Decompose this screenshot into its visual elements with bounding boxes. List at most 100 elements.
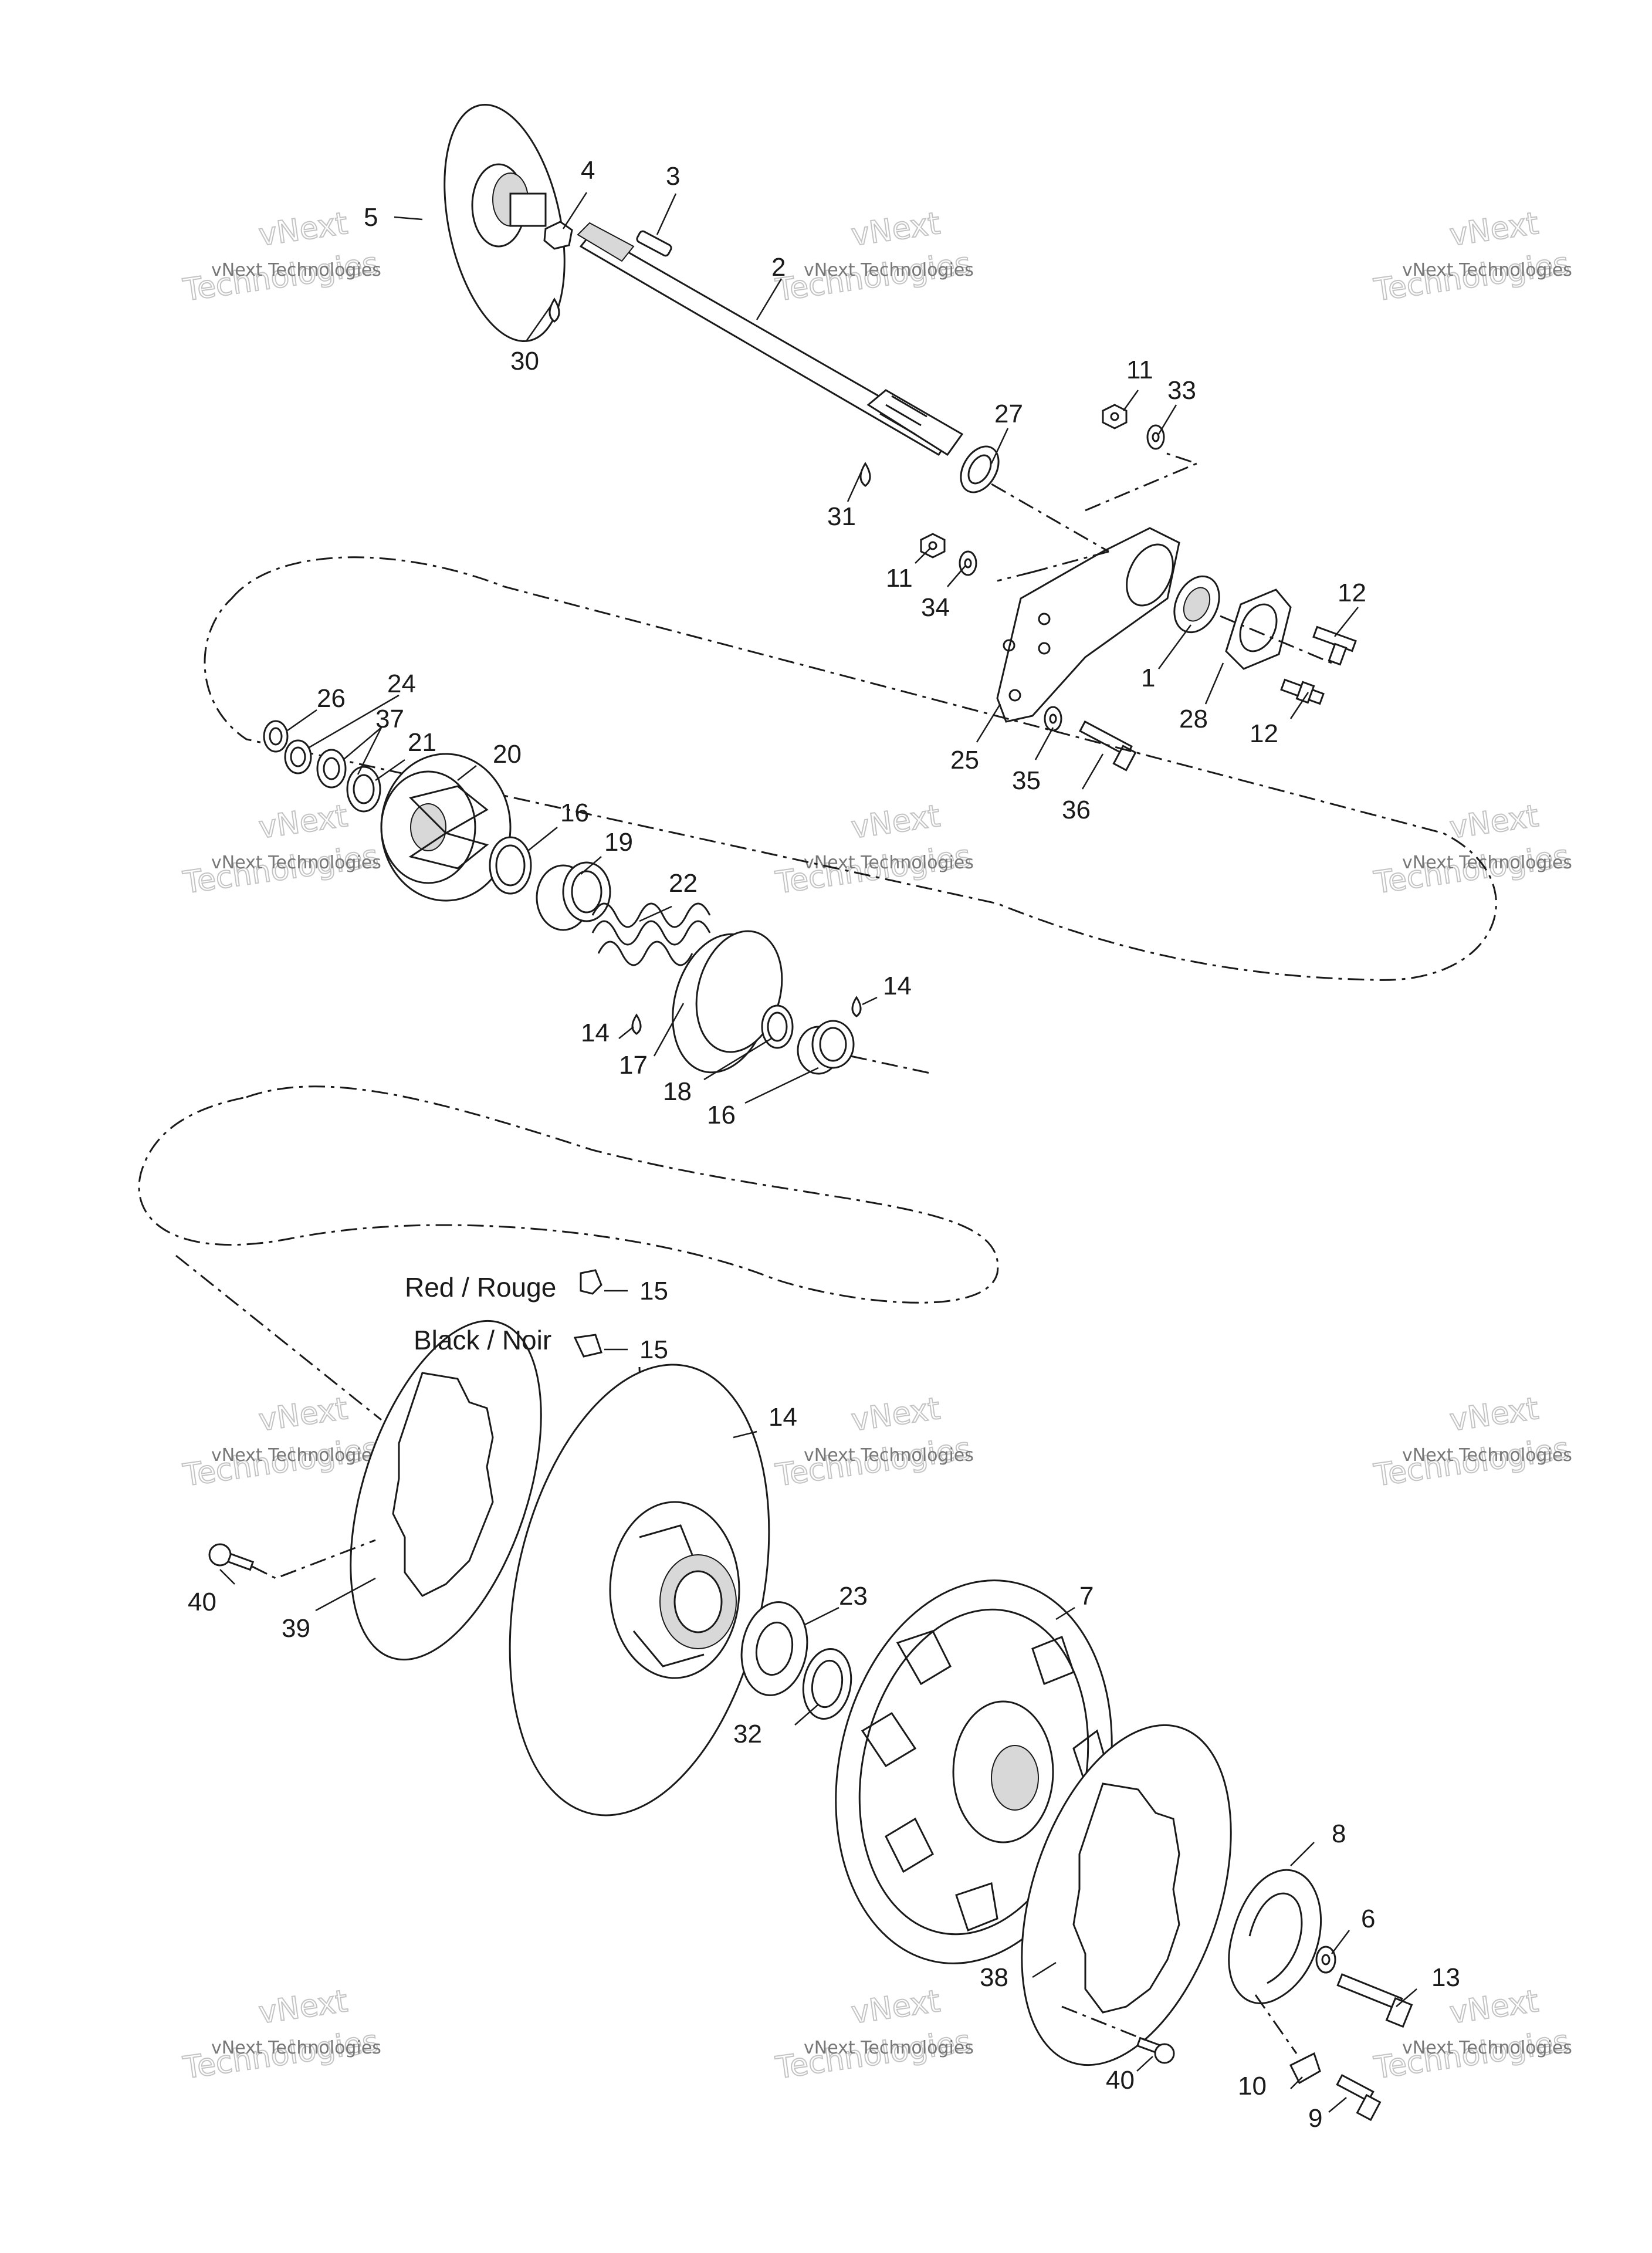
callout-15: 30 — [510, 347, 539, 376]
callout-30: 26 — [317, 684, 346, 713]
callout-18: 15 — [639, 1277, 668, 1305]
washer-33-mid — [959, 550, 977, 576]
spring-clip-18 — [580, 1269, 602, 1295]
callout-27: 23 — [839, 1582, 868, 1611]
plate-38 — [350, 1320, 542, 1661]
callout-22: 18 — [663, 1077, 692, 1106]
bushing-23 — [536, 861, 611, 931]
callout-5: 5 — [364, 203, 378, 232]
watermark-vnext: vNext — [849, 1391, 942, 1439]
black-noir-label: Black / Noir — [414, 1325, 551, 1355]
sheave-7 — [835, 1579, 1113, 1964]
callout-6: 6 — [1361, 1904, 1375, 1933]
washer-31 — [960, 445, 1000, 493]
callout-1: 1 — [1141, 664, 1155, 692]
callout-7: 7 — [1079, 1582, 1094, 1611]
watermark-vnext-technologies: vNext Technologies — [804, 2038, 974, 2058]
callout-38: 39 — [282, 1614, 310, 1643]
callout-19: 15 — [639, 1335, 668, 1364]
bolt-9 — [1336, 2073, 1382, 2122]
callout-11: 11 — [1126, 356, 1153, 384]
callout-15: 31 — [827, 502, 856, 531]
callout-24: 20 — [493, 740, 522, 769]
callout-14: 14 — [581, 1019, 610, 1047]
washer-6 — [1315, 1946, 1336, 1974]
callout-3: 3 — [666, 162, 680, 191]
watermark-vnext: vNext — [256, 1984, 350, 2031]
washer-27 — [740, 1601, 808, 1696]
bracket-29 — [996, 527, 1180, 723]
red-rouge-label: Red / Rouge — [405, 1272, 556, 1303]
callout-11: 11 — [886, 564, 913, 593]
watermark-vnext-technologies: vNext Technologies — [1402, 2038, 1572, 2058]
key-3 — [636, 230, 672, 257]
ring-25 — [346, 766, 381, 813]
bearing-1 — [1173, 575, 1220, 634]
watermark-vnext-technologies: vNext Technologies — [1402, 260, 1572, 280]
callout-35: 36 — [1062, 796, 1091, 824]
watermark-vnext: vNext — [256, 799, 350, 846]
callout-33: 34 — [921, 593, 950, 622]
watermark-vnext: vNext — [849, 799, 942, 846]
callout-14: 14 — [883, 972, 912, 1000]
ring-37 — [316, 749, 347, 789]
callout-25: 21 — [408, 728, 436, 757]
callout-29: 25 — [950, 746, 979, 774]
callout-17: 14 — [769, 1403, 797, 1432]
cover-21 — [672, 930, 783, 1074]
callout-8: 8 — [1332, 1819, 1346, 1848]
flange-32 — [1225, 588, 1292, 670]
callout-28: 24 — [387, 669, 416, 698]
bushing-20 — [797, 1020, 855, 1075]
bolt-12 — [1280, 625, 1357, 705]
callout-13: 13 — [1431, 1963, 1460, 1992]
callout-4: 4 — [581, 156, 595, 185]
watermark-vnext-technologies: vNext Technologies — [211, 853, 381, 873]
watermark-vnext-technologies: vNext Technologies — [211, 260, 381, 280]
watermark-vnext: vNext — [256, 1391, 350, 1439]
leader-lines — [219, 192, 1417, 2113]
watermark-vnext-technologies: vNext Technologies — [1402, 1445, 1572, 1466]
callout-36: 32 — [733, 1720, 762, 1748]
screw-40-right — [1136, 2037, 1175, 2064]
callout-26: 22 — [669, 869, 698, 898]
watermark-vnext-technologies: vNext Technologies — [804, 1445, 974, 1466]
callout-labels: 5 4 3 2 30 31 27 11 33 11 34 1 12 28 12 … — [188, 156, 1460, 2133]
callout-34: 35 — [1012, 766, 1041, 795]
ring-30 — [263, 720, 289, 753]
callout-12: 12 — [1250, 719, 1278, 748]
callout-12: 12 — [1338, 579, 1366, 607]
nut-11-top — [1102, 404, 1128, 429]
weight-10 — [1289, 2052, 1321, 2085]
nut-4 — [543, 221, 573, 250]
ring-16 — [489, 836, 532, 895]
bolt-13 — [1336, 1973, 1413, 2028]
screw-40-left — [208, 1543, 255, 1571]
spring-26 — [591, 902, 711, 966]
callout-40: 40 — [1106, 2066, 1135, 2095]
callout-32: 28 — [1179, 705, 1208, 733]
callout-37: 37 — [375, 705, 404, 733]
watermark-vnext-technologies: vNext Technologies — [1402, 853, 1572, 873]
washer-36 — [802, 1648, 852, 1720]
washer-34 — [1044, 706, 1062, 732]
callout-16: 16 — [560, 799, 589, 827]
watermark-vnext: vNext — [849, 206, 942, 253]
callout-23: 19 — [604, 828, 633, 857]
drop-14 — [631, 996, 862, 1035]
callout-2: 2 — [771, 253, 786, 282]
sheave-5 — [444, 104, 566, 342]
watermark-vnext-technologies: vNext Technologies — [804, 853, 974, 873]
callout-40: 40 — [188, 1588, 216, 1616]
